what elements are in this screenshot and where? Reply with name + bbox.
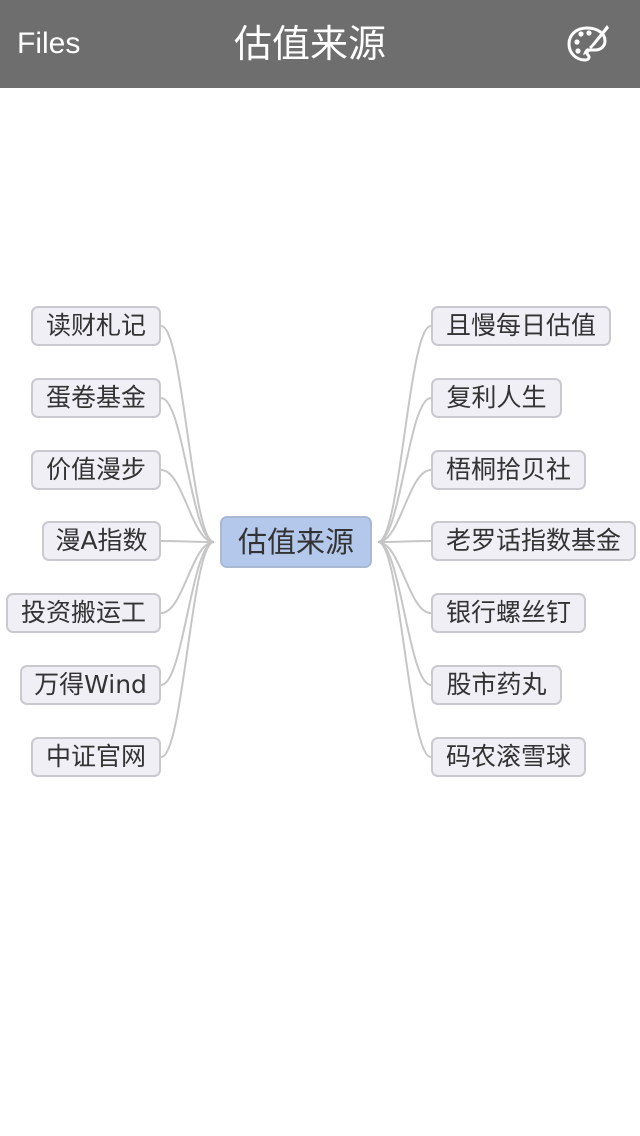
mindmap-node-right[interactable]: 老罗话指数基金 — [431, 521, 636, 561]
nav-bar: Files 估值来源 — [0, 0, 640, 88]
mindmap-node-right[interactable]: 且慢每日估值 — [431, 306, 611, 346]
connector-line — [377, 540, 432, 543]
mindmap-node-left[interactable]: 蛋卷基金 — [31, 378, 161, 418]
mindmap-node-left[interactable]: 漫A指数 — [42, 521, 161, 561]
connector-line — [377, 469, 432, 543]
connector-line — [377, 397, 432, 543]
mindmap-node-left[interactable]: 万得Wind — [20, 665, 161, 705]
palette-brush-icon[interactable] — [566, 22, 610, 66]
connector-line — [160, 541, 215, 686]
mindmap-node-left[interactable]: 价值漫步 — [31, 450, 161, 490]
connector-line — [160, 541, 215, 614]
page-title: 估值来源 — [233, 22, 386, 66]
files-back-button[interactable]: Files — [17, 27, 81, 60]
connector-line — [160, 469, 215, 543]
connector-line — [160, 540, 215, 543]
connector-line — [160, 325, 215, 543]
mindmap-node-right[interactable]: 银行螺丝钉 — [431, 593, 586, 633]
connector-line — [377, 325, 432, 543]
connector-line — [377, 541, 432, 686]
mindmap-node-left[interactable]: 中证官网 — [31, 737, 161, 777]
connector-line — [377, 541, 432, 614]
mindmap-node-right[interactable]: 码农滚雪球 — [431, 737, 586, 777]
connector-line — [160, 541, 215, 758]
mindmap-root-node[interactable]: 估值来源 — [220, 516, 372, 568]
mindmap-node-left[interactable]: 读财札记 — [31, 306, 161, 346]
connector-line — [377, 541, 432, 758]
mindmap-node-right[interactable]: 复利人生 — [431, 378, 562, 418]
mindmap-node-right[interactable]: 梧桐拾贝社 — [431, 450, 586, 490]
mindmap-node-right[interactable]: 股市药丸 — [431, 665, 562, 705]
connector-line — [160, 397, 215, 543]
mindmap-node-left[interactable]: 投资搬运工 — [6, 593, 161, 633]
